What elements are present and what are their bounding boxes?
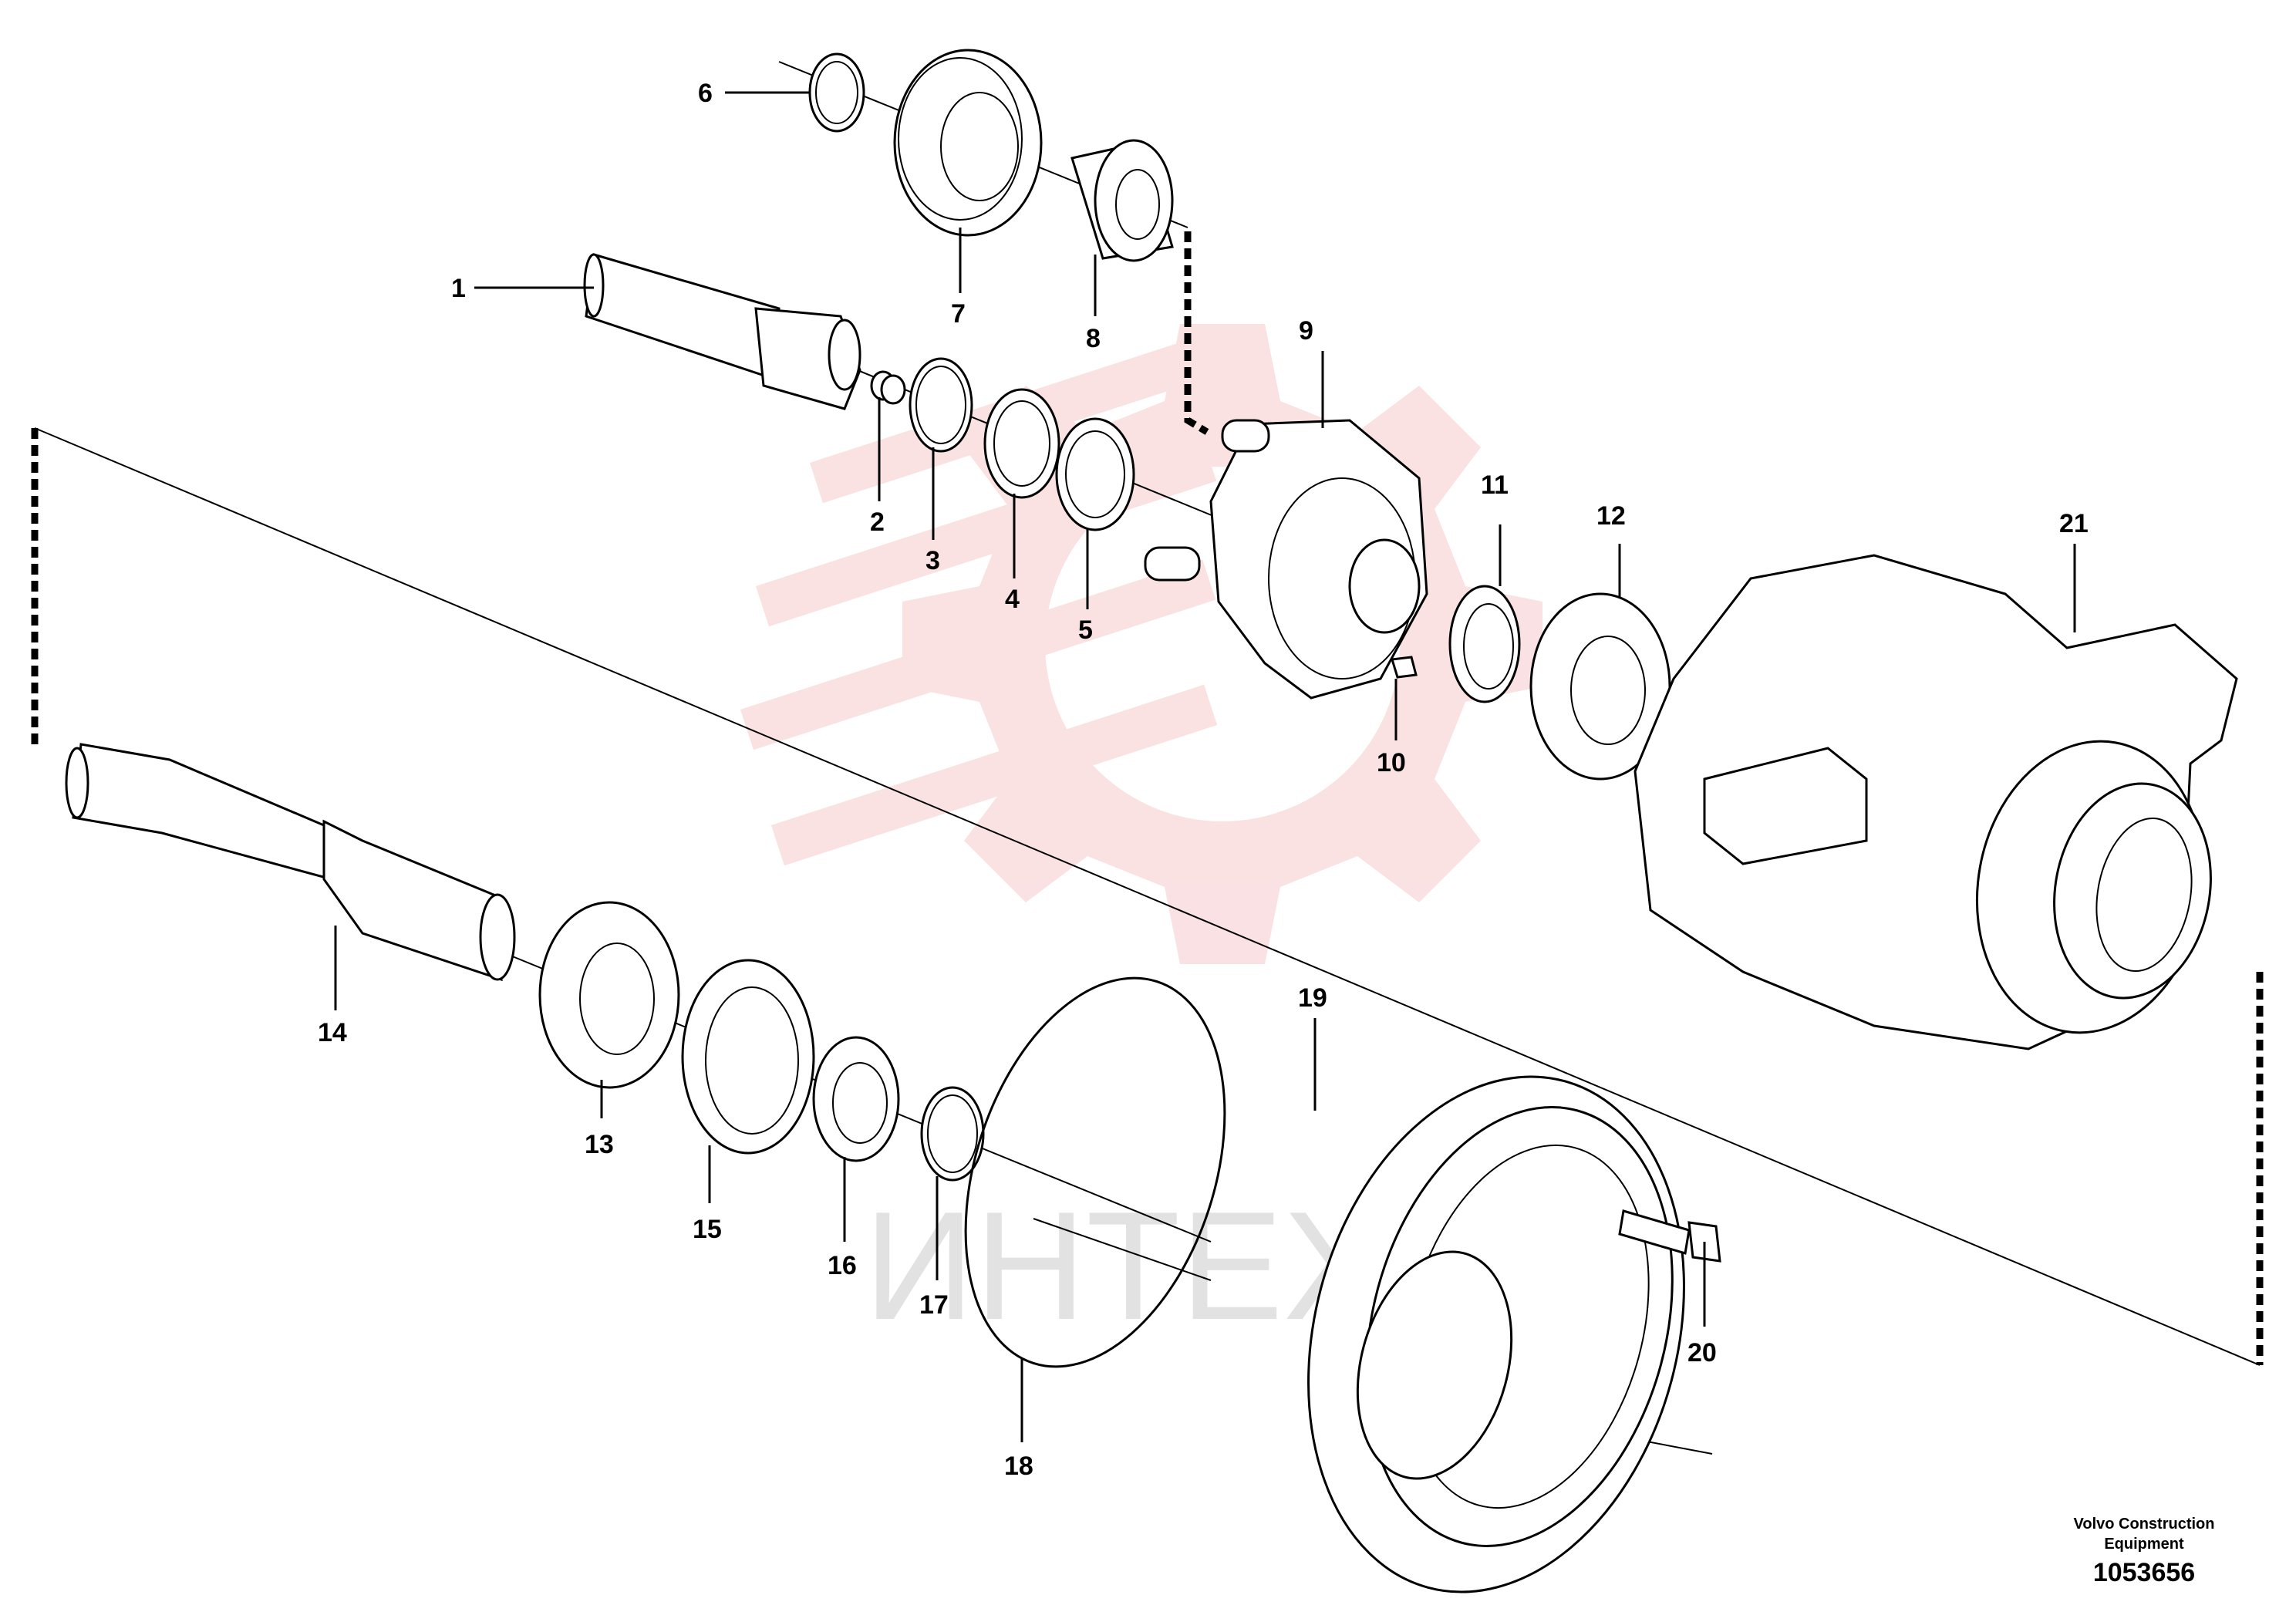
title-block: Volvo Construction Equipment 1053656 xyxy=(2074,1516,2215,1587)
part-13-bearing-cone xyxy=(538,901,680,1089)
part-8-bearing xyxy=(1070,139,1174,262)
part-label-11: 11 xyxy=(1481,470,1509,500)
part-label-20: 20 xyxy=(1687,1338,1717,1367)
part-4-thrust-washer xyxy=(983,388,1060,499)
manufacturer-line-2: Equipment xyxy=(2104,1536,2184,1553)
part-18-o-ring xyxy=(964,976,1226,1368)
manufacturer-line-1: Volvo Construction xyxy=(2074,1516,2215,1533)
part-label-2: 2 xyxy=(870,508,885,537)
part-5-thrust-washer xyxy=(1055,417,1135,531)
part-label-19: 19 xyxy=(1298,983,1327,1013)
part-16-washer xyxy=(812,1036,900,1162)
part-21-axle-housing xyxy=(1633,554,2238,1050)
part-label-15: 15 xyxy=(693,1215,722,1244)
part-10-pin xyxy=(1391,656,1418,679)
watermark-logo xyxy=(740,324,1542,964)
part-label-3: 3 xyxy=(925,546,940,575)
part-6-snap-ring xyxy=(808,52,865,133)
part-label-13: 13 xyxy=(585,1130,614,1159)
part-label-9: 9 xyxy=(1299,316,1313,346)
part-label-5: 5 xyxy=(1078,615,1093,645)
part-17-snap-ring xyxy=(920,1086,985,1182)
part-12-bearing-cup xyxy=(1529,592,1671,781)
part-2-roller xyxy=(870,370,906,405)
part-11-lock-nut xyxy=(1448,585,1521,703)
part-label-8: 8 xyxy=(1086,324,1101,353)
part-label-6: 6 xyxy=(698,79,713,108)
watermark-text: ИНТЕХ xyxy=(864,1180,1386,1352)
part-number-labels: 1 2 3 4 5 6 7 8 9 10 11 12 13 14 15 16 1… xyxy=(318,79,2089,1481)
part-14-axle-shaft xyxy=(65,743,516,982)
part-label-1: 1 xyxy=(451,274,466,303)
part-15-seal xyxy=(681,959,815,1155)
part-label-7: 7 xyxy=(951,299,966,329)
part-label-21: 21 xyxy=(2059,509,2089,538)
leader-lines xyxy=(334,91,2076,1442)
part-9-planet-carrier xyxy=(1144,419,1428,700)
part-1-pinion-shaft xyxy=(583,253,861,410)
part-3-snap-ring xyxy=(909,357,973,453)
part-label-16: 16 xyxy=(828,1251,857,1280)
part-label-14: 14 xyxy=(318,1018,347,1047)
part-label-4: 4 xyxy=(1005,585,1020,614)
part-label-17: 17 xyxy=(919,1290,949,1320)
drawing-number: 1053656 xyxy=(2093,1558,2195,1587)
part-19-ring-gear-hub xyxy=(1307,1075,1685,1593)
part-label-18: 18 xyxy=(1004,1452,1033,1481)
part-label-10: 10 xyxy=(1377,748,1406,777)
part-7-spur-gear xyxy=(893,49,1043,237)
part-label-12: 12 xyxy=(1596,501,1626,531)
